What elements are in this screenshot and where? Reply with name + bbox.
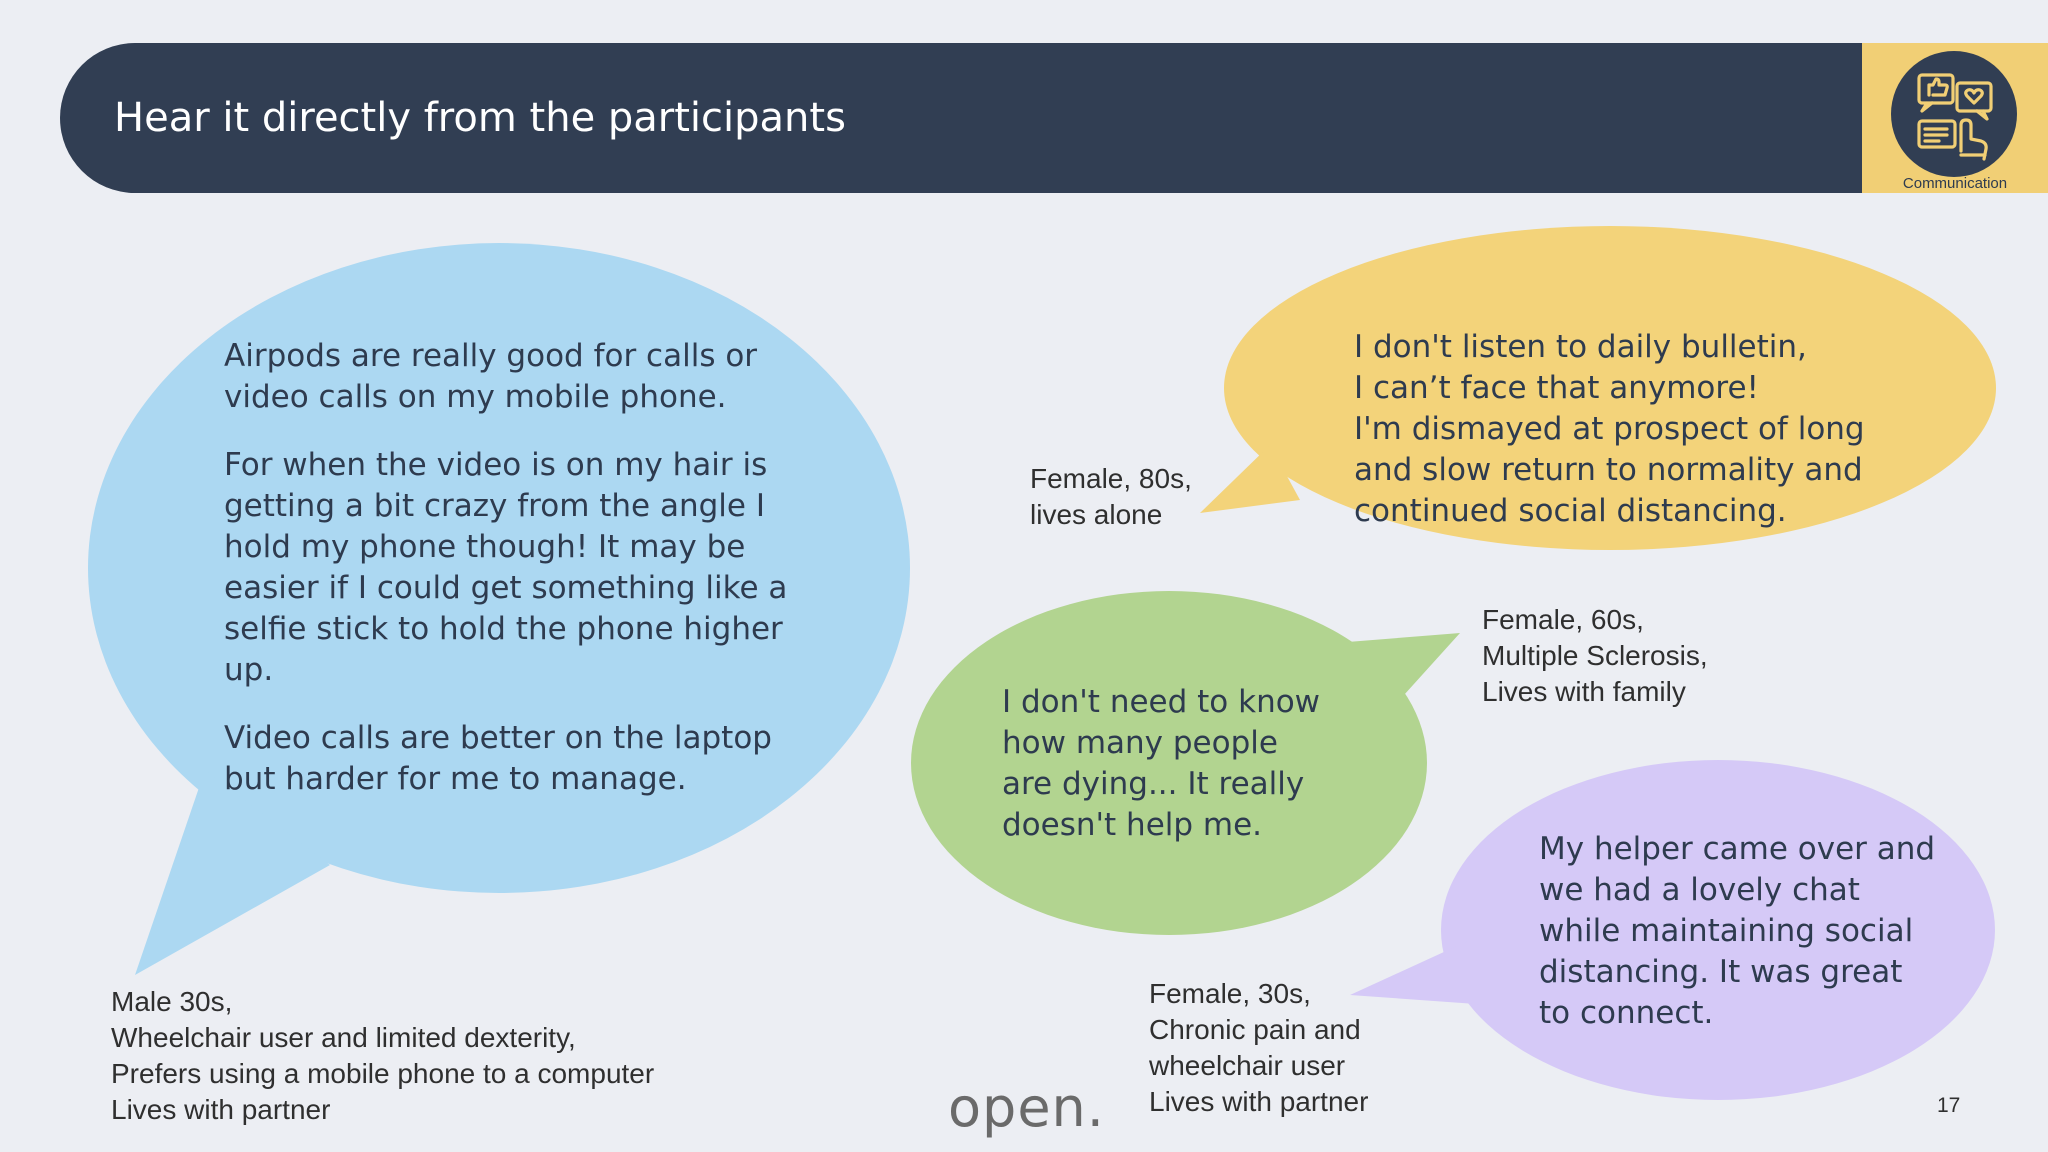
header-banner: Hear it directly from the participants	[60, 43, 1862, 193]
speech-bubble-yellow	[1200, 226, 1996, 550]
quote-blue: Airpods are really good for calls or vid…	[224, 336, 814, 827]
quote-paragraph: For when the video is on my hair is gett…	[224, 447, 788, 688]
open-logo: open.	[948, 1076, 1105, 1139]
participant-info: Female, 60s, Multiple Sclerosis, Lives w…	[1482, 604, 1708, 707]
speech-bubble-purple	[1350, 760, 1995, 1100]
participant-info: Female, 30s, Chronic pain and wheelchair…	[1149, 978, 1369, 1117]
category-badge: Communication	[1862, 43, 2048, 193]
page-title: Hear it directly from the participants	[114, 95, 846, 141]
badge-label: Communication	[1902, 175, 2008, 192]
communication-icon	[1891, 51, 2017, 177]
quote-green: I don't need to know how many people are…	[1002, 682, 1332, 873]
quote-paragraph: My helper came over and we had a lovely …	[1539, 831, 1936, 1031]
participant-info: Female, 80s, lives alone	[1030, 463, 1192, 530]
quote-yellow: I don't listen to daily bulletin, I can’…	[1354, 286, 1914, 600]
participant-info: Male 30s, Wheelchair user and limited de…	[111, 986, 655, 1125]
quote-paragraph: I don't need to know how many people are…	[1002, 684, 1321, 843]
speech-bubble-blue	[88, 243, 910, 975]
quote-paragraph: Airpods are really good for calls or vid…	[224, 338, 758, 415]
quote-paragraph: Video calls are better on the laptop but…	[224, 720, 772, 797]
speech-bubble-green	[911, 591, 1460, 935]
quote-paragraph: I don't listen to daily bulletin, I can’…	[1354, 329, 1865, 529]
quote-purple: My helper came over and we had a lovely …	[1539, 829, 1939, 1061]
page-number: 17	[1937, 1094, 1961, 1117]
